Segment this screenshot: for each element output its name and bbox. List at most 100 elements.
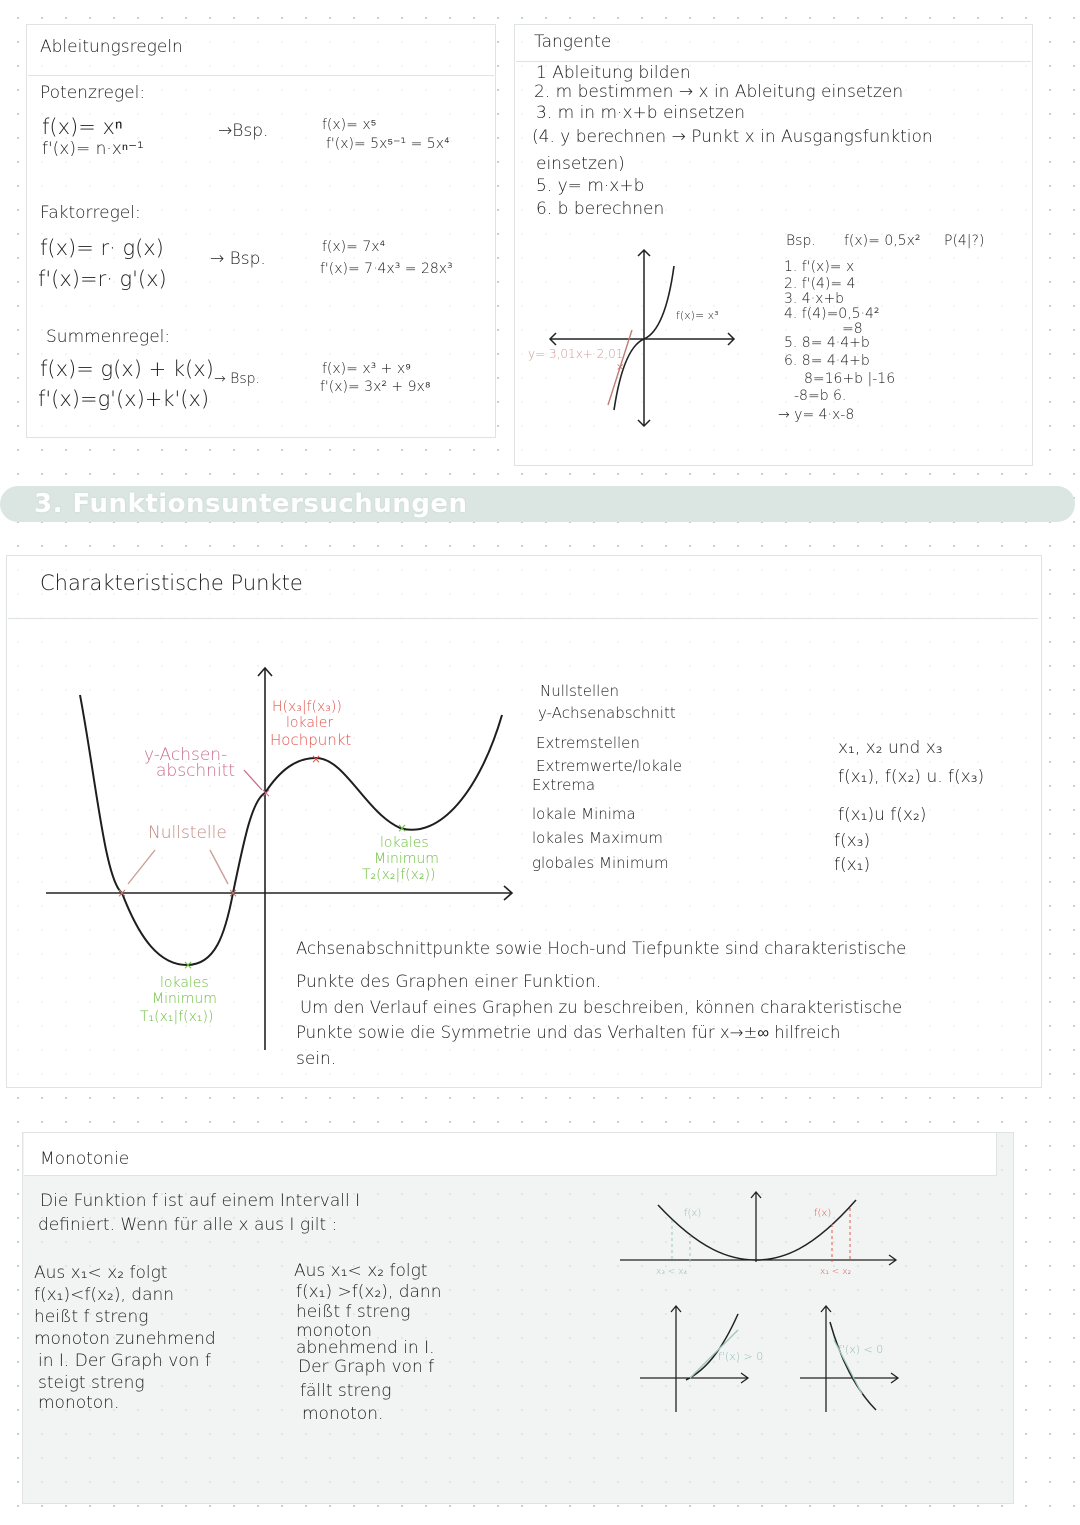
tangent-title: Tangente bbox=[534, 32, 612, 52]
parabola-left-x-label: x₃ < x₄ bbox=[656, 1267, 688, 1277]
tangent-step-5: 5. y= m·x+b bbox=[536, 176, 645, 196]
parabola-right-fx-label: f(x) bbox=[814, 1208, 832, 1219]
increasing-line-3: heißt f streng bbox=[34, 1307, 149, 1327]
max-label-coord: H(x₃|f(x₃)) bbox=[272, 699, 342, 715]
tangent-header bbox=[516, 25, 1031, 62]
derivative-rules-title: Ableitungsregeln bbox=[40, 37, 183, 57]
term-y-intercept: y-Achsenabschnitt bbox=[538, 704, 676, 722]
factor-rule-label: Faktorregel: bbox=[40, 203, 141, 223]
positive-derivative-label: f'(x) > 0 bbox=[718, 1350, 764, 1363]
increasing-line-1: Aus x₁< x₂ folgt bbox=[34, 1263, 168, 1283]
characteristic-text-1: Achsenabschnittpunkte sowie Hoch-und Tie… bbox=[296, 939, 907, 958]
value-local-minima: f(x₁)u f(x₂) bbox=[838, 805, 927, 825]
characteristic-text-5: sein. bbox=[296, 1049, 337, 1069]
tangent-example-line-4b: =8 bbox=[842, 321, 863, 337]
tangent-example-point: P(4|?) bbox=[944, 233, 985, 249]
max-label-line2: Hochpunkt bbox=[270, 731, 352, 749]
min2-label-2: Minimum bbox=[374, 851, 439, 867]
tangent-example-line-6: 6. 8= 4·4+b bbox=[784, 353, 870, 369]
derivative-rules-card bbox=[26, 24, 496, 438]
factor-rule-f: f(x)= r· g(x) bbox=[40, 236, 164, 260]
value-x: x₁, x₂ und x₃ bbox=[838, 738, 943, 758]
tangent-example-f: f(x)= 0,5x² bbox=[844, 233, 921, 249]
characteristic-points-header bbox=[8, 556, 1038, 619]
tangent-example-result: → y= 4·x-8 bbox=[778, 407, 855, 423]
tangent-step-3: 3. m in m·x+b einsetzen bbox=[536, 103, 746, 123]
tangent-example-line-4: 4. f(4)=0,5·4² bbox=[784, 306, 880, 322]
monotony-title: Monotonie bbox=[40, 1149, 130, 1169]
term-global-minimum: globales Minimum bbox=[532, 854, 669, 872]
min1-label-3: T₁(x₁|f(x₁)) bbox=[140, 1009, 214, 1025]
factor-rule-example-fp: f'(x)= 7·4x³ = 28x³ bbox=[320, 261, 453, 277]
sum-rule-f: f(x)= g(x) + k(x) bbox=[40, 357, 214, 381]
sum-rule-fp: f'(x)=g'(x)+k'(x) bbox=[38, 387, 210, 411]
min2-label-3: T₂(x₂|f(x₂)) bbox=[362, 867, 436, 883]
negative-derivative-label: f'(x) < 0 bbox=[838, 1343, 884, 1356]
characteristic-points-title: Charakteristische Punkte bbox=[40, 571, 303, 595]
section-title: 3. Funktionsuntersuchungen bbox=[34, 489, 468, 519]
power-rule-arrow: →Bsp. bbox=[218, 121, 269, 141]
term-zeros: Nullstellen bbox=[540, 682, 620, 700]
zero-label: Nullstelle bbox=[148, 823, 227, 843]
tangent-step-4: (4. y berechnen → Punkt x in Ausgangsfun… bbox=[532, 127, 933, 147]
term-extreme-values: Extremwerte/lokale bbox=[536, 757, 683, 775]
decreasing-line-1: Aus x₁< x₂ folgt bbox=[294, 1261, 428, 1281]
term-local-maximum: lokales Maximum bbox=[532, 829, 663, 847]
power-rule-fp: f'(x)= n·xⁿ⁻¹ bbox=[42, 139, 144, 159]
tangent-card bbox=[514, 24, 1033, 466]
sum-rule-arrow: → Bsp. bbox=[214, 371, 260, 387]
decreasing-line-6: Der Graph von f bbox=[298, 1357, 435, 1377]
decreasing-line-8: monoton. bbox=[302, 1404, 384, 1424]
tangent-example-line-5: 5. 8= 4·4+b bbox=[784, 335, 870, 351]
derivative-rules-header bbox=[28, 25, 494, 76]
power-rule-label: Potenzregel: bbox=[40, 83, 146, 103]
decreasing-line-4: monoton bbox=[296, 1321, 372, 1341]
increasing-line-7: monoton. bbox=[38, 1393, 120, 1413]
term-local-minima: lokale Minima bbox=[532, 805, 636, 823]
increasing-line-5: in I. Der Graph von f bbox=[38, 1351, 211, 1371]
decreasing-line-3: heißt f streng bbox=[296, 1302, 411, 1322]
factor-rule-example-f: f(x)= 7x⁴ bbox=[322, 239, 386, 255]
tangent-example-line-3: 3. 4·x+b bbox=[784, 291, 845, 307]
value-global-minimum: f(x₁) bbox=[834, 855, 871, 875]
factor-rule-arrow: → Bsp. bbox=[210, 249, 266, 269]
characteristic-text-4: Punkte sowie die Symmetrie und das Verha… bbox=[296, 1023, 841, 1042]
sum-rule-label: Summenregel: bbox=[46, 327, 171, 347]
term-extrema: Extrema bbox=[532, 776, 596, 794]
characteristic-text-2: Punkte des Graphen einer Funktion. bbox=[296, 972, 602, 992]
term-extreme-points: Extremstellen bbox=[536, 734, 640, 752]
decreasing-line-2: f(x₁) >f(x₂), dann bbox=[296, 1282, 442, 1302]
power-rule-f: f(x)= xⁿ bbox=[42, 115, 123, 139]
tangent-graph-fx-label: f(x)= x³ bbox=[676, 309, 719, 322]
power-rule-example-f: f(x)= x⁵ bbox=[322, 117, 377, 133]
y-intercept-label-1: y-Achsen- bbox=[144, 745, 228, 765]
value-fx: f(x₁), f(x₂) u. f(x₃) bbox=[838, 767, 985, 787]
decreasing-line-7: fällt streng bbox=[300, 1381, 392, 1401]
min1-label-2: Minimum bbox=[152, 991, 217, 1007]
max-label-line1: lokaler bbox=[286, 715, 334, 731]
increasing-line-6: steigt streng bbox=[38, 1373, 145, 1393]
tangent-graph-tangent-label: y= 3,01x+ 2,01 bbox=[528, 347, 624, 361]
tangent-example-line-7: 8=16+b |-16 bbox=[804, 371, 896, 387]
monotony-card bbox=[22, 1132, 1014, 1504]
parabola-right-x-label: x₁ < x₂ bbox=[820, 1267, 852, 1277]
sum-rule-example-fp: f'(x)= 3x² + 9x⁸ bbox=[320, 379, 431, 395]
tangent-step-4b: einsetzen) bbox=[536, 154, 625, 174]
y-intercept-label-2: abschnitt bbox=[156, 761, 236, 781]
tangent-example-line-8: -8=b 6. bbox=[794, 388, 847, 404]
min2-label-1: lokales bbox=[380, 835, 429, 851]
increasing-line-2: f(x₁)<f(x₂), dann bbox=[34, 1285, 175, 1305]
power-rule-example-fp: f'(x)= 5x⁵⁻¹ = 5x⁴ bbox=[326, 136, 450, 152]
min1-label-1: lokales bbox=[160, 975, 209, 991]
tangent-step-2: 2. m bestimmen → x in Ableitung einsetze… bbox=[534, 82, 904, 102]
sum-rule-example-f: f(x)= x³ + x⁹ bbox=[322, 361, 412, 377]
tangent-example-head: Bsp. bbox=[786, 233, 816, 249]
tangent-step-6: 6. b berechnen bbox=[536, 199, 665, 219]
monotony-intro-1: Die Funktion f ist auf einem Intervall I bbox=[40, 1191, 361, 1211]
increasing-line-4: monoton zunehmend bbox=[34, 1329, 216, 1349]
tangent-example-line-1: 1. f'(x)= x bbox=[784, 259, 855, 275]
section-band bbox=[0, 486, 1075, 522]
tangent-step-1: 1 Ableitung bilden bbox=[536, 63, 691, 83]
monotony-header bbox=[24, 1133, 997, 1176]
factor-rule-fp: f'(x)=r· g'(x) bbox=[38, 267, 167, 291]
